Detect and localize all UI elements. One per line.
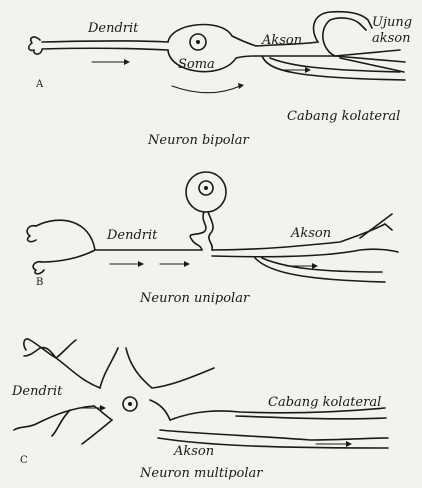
bipolar-soma-label: Soma <box>178 58 215 71</box>
bipolar-caption: Neuron bipolar <box>148 134 249 147</box>
bipolar-axon-label: Akson <box>262 34 302 47</box>
unipolar-neuron <box>27 172 398 282</box>
multipolar-collateral-label: Cabang kolateral <box>268 396 381 409</box>
unipolar-soma <box>186 172 226 212</box>
bipolar-nucleolus <box>196 40 200 44</box>
multipolar-dendrite-label: Dendrit <box>12 385 62 398</box>
panel-letter-a: A <box>36 80 43 90</box>
unipolar-dendrite-label: Dendrit <box>107 229 157 242</box>
bipolar-collateral-label: Cabang kolateral <box>287 110 400 123</box>
bipolar-dendrite-lower <box>42 48 168 50</box>
bipolar-dendrite-label: Dendrit <box>88 22 138 35</box>
multipolar-soma <box>94 348 214 420</box>
bipolar-axon-terminal <box>314 12 368 56</box>
unipolar-dendrite-tufts <box>27 226 44 274</box>
panel-letter-c: C <box>20 456 28 466</box>
bipolar-neuron <box>29 12 405 93</box>
bipolar-dendrite <box>42 41 168 42</box>
multipolar-caption: Neuron multipolar <box>140 467 263 480</box>
bipolar-axon-terminal-label: Ujung akson <box>372 15 412 46</box>
bipolar-flow-arrow-2 <box>172 86 240 93</box>
unipolar-stem <box>190 212 213 250</box>
panel-letter-b: B <box>36 278 43 288</box>
unipolar-axon-label: Akson <box>291 227 331 240</box>
unipolar-caption: Neuron unipolar <box>140 292 249 305</box>
multipolar-neuron <box>14 339 388 448</box>
multipolar-axon-label: Akson <box>174 445 214 458</box>
bipolar-dendrite-tuft <box>29 37 42 54</box>
